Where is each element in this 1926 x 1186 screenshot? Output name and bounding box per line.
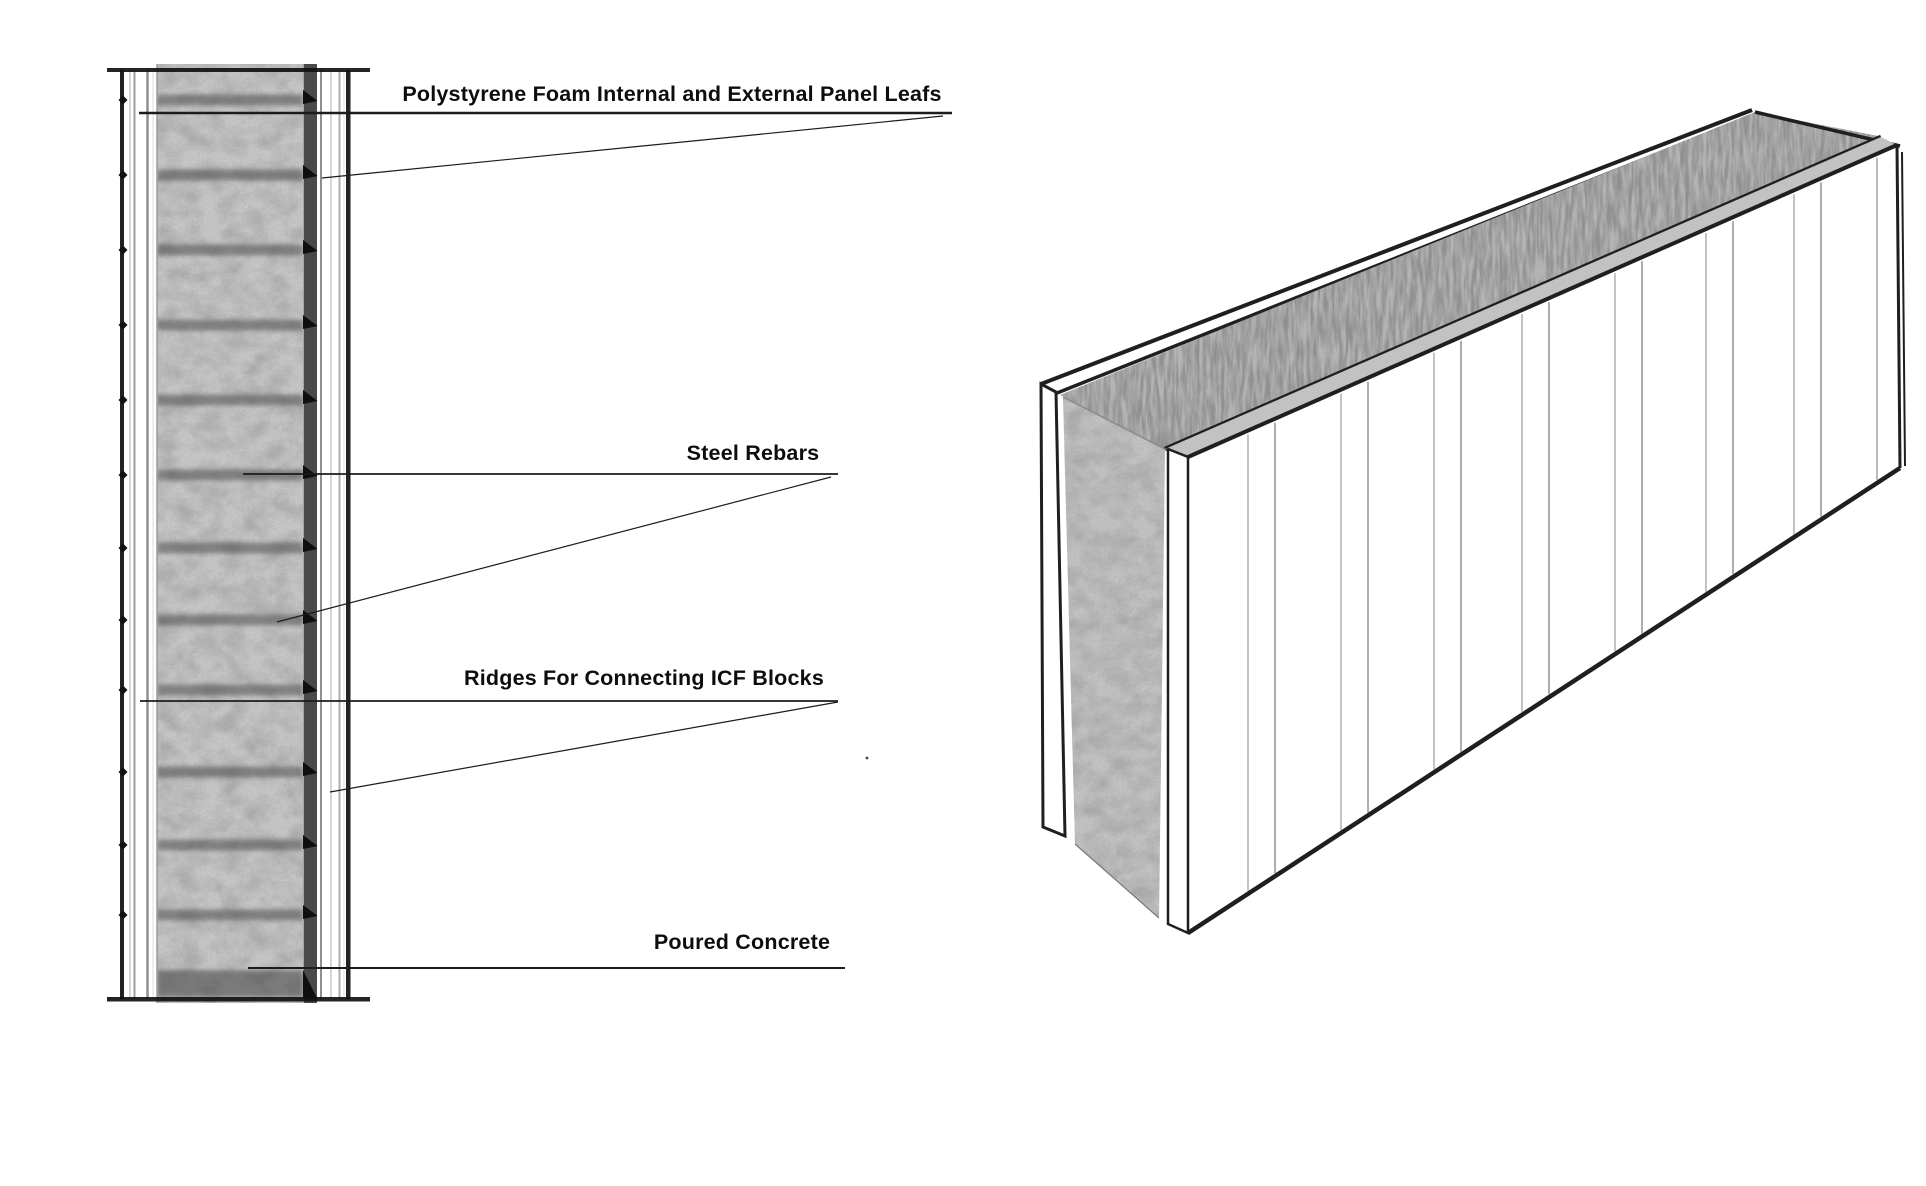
- isometric-view: [1039, 108, 1906, 935]
- stray-dot: [865, 756, 869, 760]
- leader-panel-leafs-diagonal: [321, 115, 944, 179]
- external-foam-leaf-lines: [320, 70, 345, 999]
- ridge-wedges: [303, 90, 318, 999]
- top-cap-line: [107, 68, 370, 72]
- concrete-top-end-crease: [1062, 396, 1166, 450]
- front-panel-outline: [1186, 143, 1906, 935]
- panel-joint-lines: [1247, 157, 1878, 891]
- back-panel-end-face: [1039, 381, 1067, 839]
- concrete-external-dark-strip: [303, 64, 317, 1003]
- front-panel-top-face: [1165, 137, 1897, 457]
- cross-section-view: [107, 64, 952, 1003]
- external-panel-outer-line: [346, 70, 351, 999]
- leader-ridges-diagonal: [329, 701, 839, 793]
- bottom-cap-line: [107, 997, 370, 1002]
- concrete-end-bottom-edge: [1074, 843, 1160, 919]
- poured-concrete-core: [157, 64, 303, 1003]
- front-panel-face: [1188, 145, 1900, 933]
- internal-panel-outer-line: [120, 70, 124, 999]
- front-panel-end-strip: [1166, 447, 1190, 935]
- concrete-end-face: [1063, 397, 1165, 918]
- internal-foam-leaf-lines: [129, 70, 154, 999]
- callout-poured-concrete: Poured Concrete: [653, 930, 831, 954]
- leader-lines: [139, 111, 952, 969]
- callout-panel-leafs: Polystyrene Foam Internal and External P…: [402, 82, 942, 106]
- callout-ridges: Ridges For Connecting ICF Blocks: [464, 666, 824, 690]
- steel-rebar-bands: [157, 94, 303, 997]
- panel-tie-marks: [118, 95, 128, 920]
- leader-steel-rebars-diagonal: [276, 476, 832, 623]
- callout-steel-rebars: Steel Rebars: [686, 441, 820, 465]
